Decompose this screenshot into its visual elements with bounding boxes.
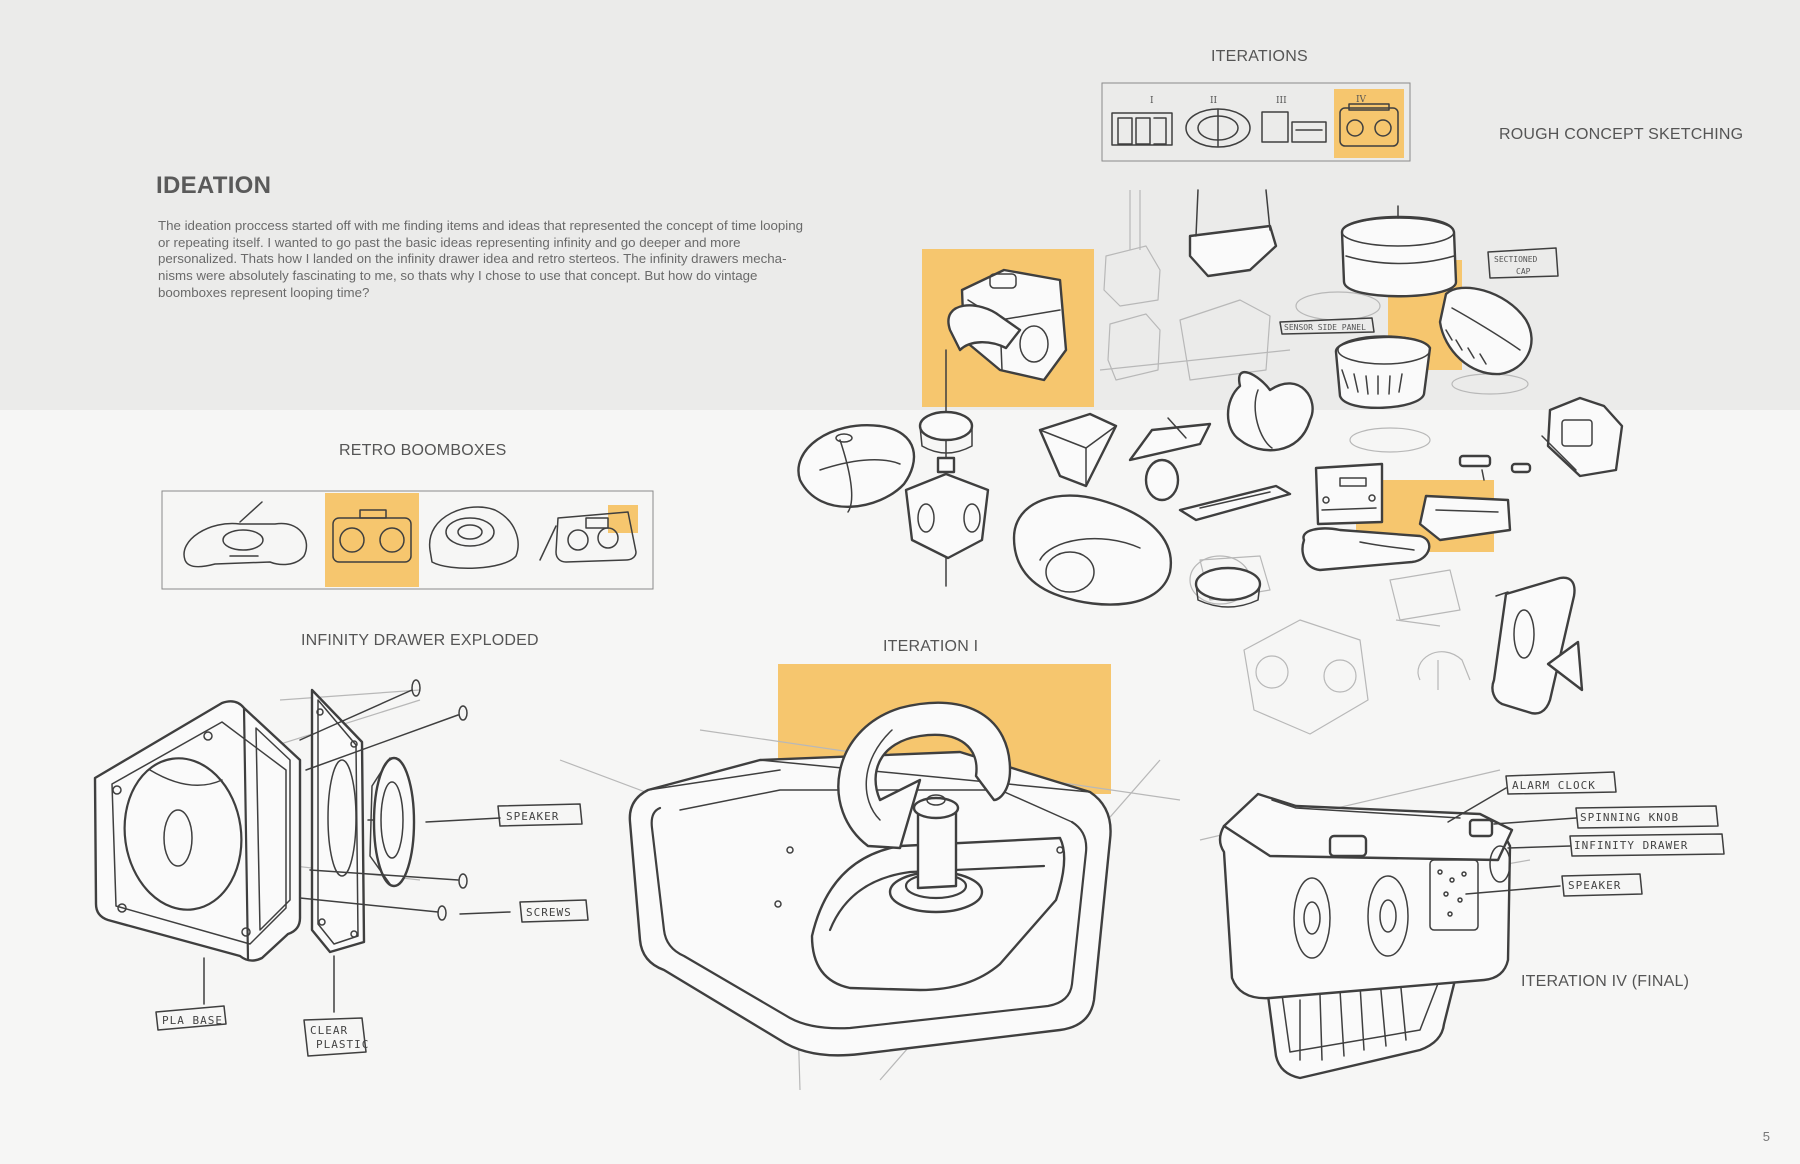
svg-text:SPEAKER: SPEAKER — [1568, 879, 1621, 892]
svg-text:SPINNING KNOB: SPINNING KNOB — [1580, 811, 1679, 824]
exploded-view-sketch: SPEAKER SCREWS PLA BASE CLEAR PLASTIC — [93, 679, 589, 1057]
callout-speaker-exploded: SPEAKER — [497, 803, 583, 827]
svg-text:CAP: CAP — [1516, 267, 1531, 276]
iteration-iv-sketch: ALARM CLOCK SPINNING KNOB INFINITY DRAWE… — [1199, 769, 1725, 1080]
callout-clear-plastic: CLEAR PLASTIC — [303, 1017, 369, 1057]
iteration-i-sketch — [559, 664, 1181, 1091]
svg-text:I: I — [1150, 96, 1154, 106]
boombox-frame — [161, 490, 654, 590]
iteration-thumb-1: I — [1111, 96, 1173, 146]
callout-pla-base: PLA BASE — [155, 1005, 227, 1031]
boombox-thumb-3 — [429, 506, 519, 569]
ideation-description: The ideation proccess started off with m… — [158, 218, 804, 300]
retro-boomboxes-heading: RETRO BOOMBOXES — [339, 442, 507, 459]
svg-text:SPEAKER: SPEAKER — [506, 810, 559, 823]
svg-text:SECTIONED: SECTIONED — [1494, 255, 1538, 264]
svg-text:SENSOR SIDE PANEL: SENSOR SIDE PANEL — [1284, 323, 1366, 332]
callout-sensor-side-panel: SENSOR SIDE PANEL — [1279, 317, 1375, 335]
boombox-thumb-1 — [183, 501, 308, 568]
callout-infinity-drawer: INFINITY DRAWER — [1569, 833, 1725, 857]
rough-concept-sketches: SECTIONED CAP SENSOR SIDE PANEL — [797, 189, 1624, 735]
boombox-thumb-2 — [332, 509, 412, 563]
iteration-i-heading: ITERATION I — [883, 638, 979, 655]
callout-speaker-final: SPEAKER — [1561, 873, 1643, 897]
svg-text:II: II — [1210, 96, 1218, 106]
svg-text:PLA BASE: PLA BASE — [162, 1014, 223, 1027]
iteration-thumb-2: II — [1185, 96, 1251, 148]
rough-concept-heading: ROUGH CONCEPT SKETCHING — [1499, 126, 1744, 143]
iterations-frame — [1101, 82, 1411, 162]
callout-alarm-clock: ALARM CLOCK — [1505, 771, 1617, 795]
svg-text:IV: IV — [1356, 95, 1367, 105]
callout-screws: SCREWS — [519, 899, 589, 923]
svg-text:SCREWS: SCREWS — [526, 906, 572, 919]
svg-text:CLEAR: CLEAR — [310, 1024, 348, 1037]
iterations-heading: ITERATIONS — [1211, 48, 1308, 65]
ideation-title: IDEATION — [156, 172, 272, 199]
svg-text:PLASTIC: PLASTIC — [316, 1038, 369, 1051]
iteration-iv-highlight — [1334, 89, 1404, 158]
page-number: 5 — [1762, 1129, 1770, 1144]
iteration-iv-heading: ITERATION IV (FINAL) — [1521, 973, 1690, 990]
iteration-thumb-4: IV — [1339, 95, 1399, 147]
callout-spinning-knob: SPINNING KNOB — [1575, 805, 1719, 829]
iteration-thumb-3: III — [1261, 96, 1327, 143]
callout-sectioned-cap: SECTIONED CAP — [1487, 247, 1559, 279]
infinity-drawer-exploded-heading: INFINITY DRAWER EXPLODED — [301, 632, 539, 649]
boombox-highlight — [325, 493, 419, 587]
svg-text:III: III — [1276, 96, 1287, 106]
svg-text:ALARM CLOCK: ALARM CLOCK — [1512, 779, 1596, 792]
boombox-thumb-4 — [539, 511, 637, 563]
retro-boomboxes-strip — [161, 490, 654, 590]
iterations-strip: I II III IV — [1101, 82, 1411, 162]
svg-text:INFINITY DRAWER: INFINITY DRAWER — [1574, 839, 1688, 852]
